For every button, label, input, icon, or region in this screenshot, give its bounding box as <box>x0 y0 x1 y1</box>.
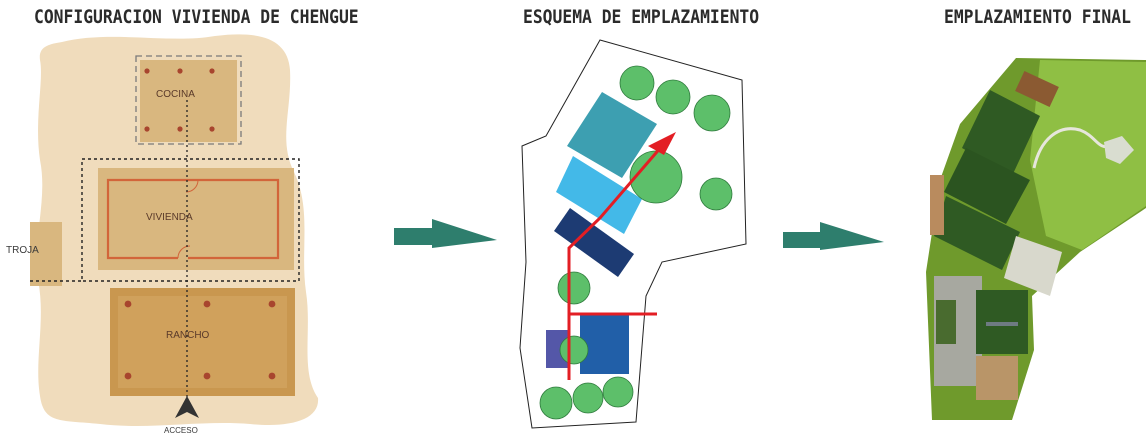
wood-deck <box>1015 71 1059 107</box>
tree-icon <box>655 79 691 115</box>
troja-room <box>30 222 62 286</box>
navy-building-block <box>554 208 634 277</box>
tree-icon <box>629 150 683 204</box>
side-wing <box>936 300 956 344</box>
post <box>203 300 211 308</box>
acceso-arrow-icon <box>175 396 199 418</box>
roof-2 <box>944 148 1030 224</box>
post <box>177 68 183 74</box>
hillside-rock <box>1104 136 1134 164</box>
post <box>209 126 215 132</box>
right-panel-title: EMPLAZAMIENTO FINAL <box>944 6 1131 28</box>
troja-label: TROJA <box>6 245 39 256</box>
site-scheme <box>519 39 747 429</box>
tree-icon <box>619 65 655 101</box>
house-configuration-plan <box>30 34 319 426</box>
vivienda-label: VIVIENDA <box>146 212 193 223</box>
trees <box>539 65 733 420</box>
rancho-roof <box>118 296 287 388</box>
vivienda-room <box>98 168 294 270</box>
tree-icon <box>693 94 731 132</box>
light-blue-building-block <box>556 156 642 234</box>
tree-icon <box>557 271 591 305</box>
terrace-left <box>930 175 944 235</box>
vivienda-door-arc-2 <box>177 245 191 259</box>
post <box>177 126 183 132</box>
curved-terrace <box>1032 127 1111 169</box>
roof-3 <box>934 196 1020 270</box>
living-zone-dotted-boundary <box>81 158 300 282</box>
left-panel-title: CONFIGURACION VIVIENDA DE CHENGUE <box>34 6 359 28</box>
tree-icon <box>539 386 573 420</box>
structural-posts <box>124 68 276 380</box>
right-arrow-icon-2 <box>783 222 884 250</box>
tree-icon <box>559 335 589 365</box>
tree-icon <box>602 376 634 408</box>
post <box>144 68 150 74</box>
wood-terrace <box>976 356 1018 400</box>
rancho-label: RANCHO <box>166 330 210 341</box>
final-site-render <box>926 58 1146 420</box>
tree-icon <box>572 382 604 414</box>
cocina-room <box>140 60 237 142</box>
post <box>144 126 150 132</box>
post <box>268 300 276 308</box>
post <box>124 300 132 308</box>
hillside-light-green <box>1030 60 1146 250</box>
blue-building-block <box>580 315 629 374</box>
lower-building-windows <box>986 322 1018 326</box>
route-arrowhead-icon <box>648 132 676 155</box>
vivienda-walls <box>106 178 280 260</box>
post <box>268 372 276 380</box>
cocina-dashed-boundary <box>135 55 242 145</box>
patio-light <box>1004 236 1062 296</box>
post <box>209 68 215 74</box>
access-route <box>567 145 664 380</box>
acceso-label: ACCESO <box>164 426 198 435</box>
roof-1 <box>962 90 1040 176</box>
post <box>203 372 211 380</box>
teal-building-block <box>567 92 657 178</box>
cocina-label: COCINA <box>156 89 195 100</box>
middle-panel-title: ESQUEMA DE EMPLAZAMIENTO <box>523 6 760 28</box>
tree-icon <box>699 177 733 211</box>
right-arrow-icon <box>394 219 497 248</box>
post <box>124 372 132 380</box>
